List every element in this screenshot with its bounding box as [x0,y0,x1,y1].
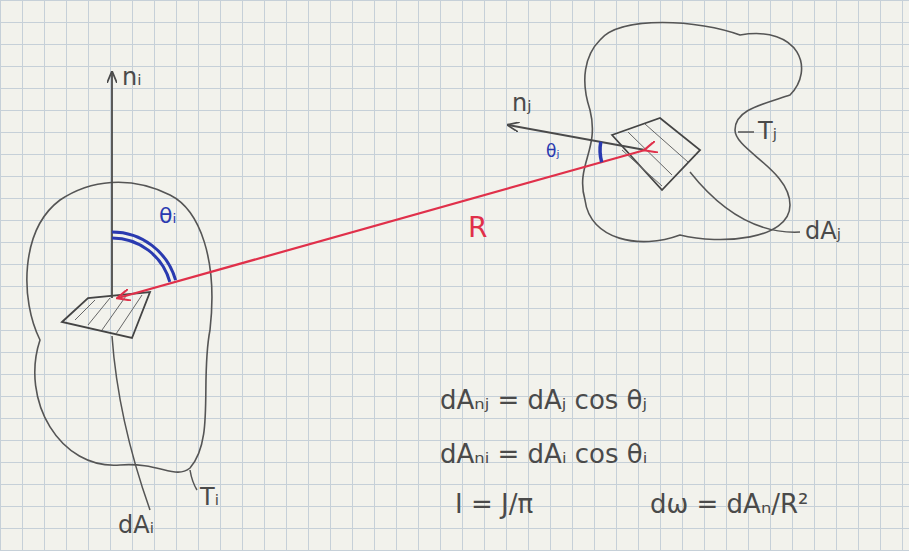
area-label: dAⱼ [805,218,841,246]
leader-line [112,336,150,510]
leader-line [690,172,800,232]
angle-arc [112,232,176,280]
hatch-line [75,300,95,320]
normal-vector [111,72,113,298]
distance-label: R [468,212,487,244]
area-label: dAᵢ [118,512,154,540]
vector-label: nᵢ [122,64,142,92]
temperature-label: Tᵢ [200,484,219,512]
body-outline [583,23,802,242]
temperature-label: Tⱼ [758,118,777,146]
angle-arc [112,238,170,282]
angle-label: θⱼ [546,142,559,162]
hatch-line [645,124,688,162]
angle-arc [600,142,602,162]
equation: dω = dAₙ/R² [650,490,809,520]
surface-element [612,118,700,190]
equation: dAₙᵢ = dAᵢ cos θᵢ [440,440,647,470]
normal-vector [508,125,645,150]
vector-label: nⱼ [512,90,531,118]
equation: I = J/π [455,490,533,520]
leader-line [738,131,754,133]
equation: dAₙⱼ = dAⱼ cos θⱼ [440,386,647,416]
distance-line [118,150,645,298]
hatching [75,295,142,334]
hatching [622,124,688,186]
leader-line [190,470,197,490]
surface-element [62,292,150,338]
angle-label: θᵢ [159,203,176,228]
hatch-line [88,298,110,325]
hatch-line [116,295,142,334]
body-outline [27,182,212,472]
